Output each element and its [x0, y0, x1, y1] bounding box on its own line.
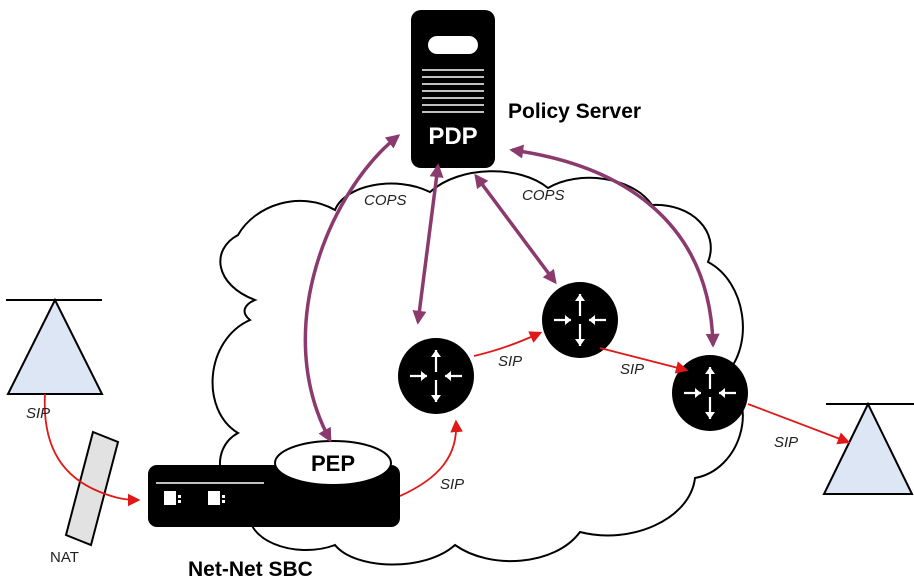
nat-label: NAT	[50, 549, 79, 566]
cops-label-right: COPS	[522, 187, 565, 204]
pdp-label: PDP	[428, 123, 477, 150]
router-3	[672, 355, 748, 431]
sip-label-r2-r3: SIP	[620, 361, 644, 378]
router-1	[398, 338, 474, 414]
cops-arrow-pdp-to-pep	[303, 134, 401, 443]
cops-arrow-pdp-to-router1	[412, 163, 444, 325]
sip-path-sbc-to-router1	[399, 419, 463, 497]
pdp-server	[411, 10, 495, 168]
sbc-label: Net-Net SBC	[188, 558, 313, 581]
cops-arrow-pdp-to-router3	[509, 144, 720, 348]
policy-server-label: Policy Server	[508, 100, 641, 123]
sip-path-router1-to-router2	[473, 331, 543, 357]
sip-label-r3-endpoint: SIP	[774, 434, 798, 451]
right-endpoint	[822, 401, 914, 495]
sip-path-router2-to-router3	[599, 347, 689, 374]
left-endpoint	[6, 297, 104, 395]
sip-path-endpoint-to-sbc	[43, 393, 141, 507]
sip-path-router3-to-endpoint	[747, 403, 851, 445]
router-2	[542, 282, 618, 358]
pep-label: PEP	[311, 451, 355, 476]
sip-label-left-endpoint: SIP	[26, 405, 50, 422]
sip-label-r1-r2: SIP	[498, 353, 522, 370]
sip-label-sbc-out: SIP	[440, 476, 464, 493]
cops-label-left: COPS	[364, 192, 407, 209]
